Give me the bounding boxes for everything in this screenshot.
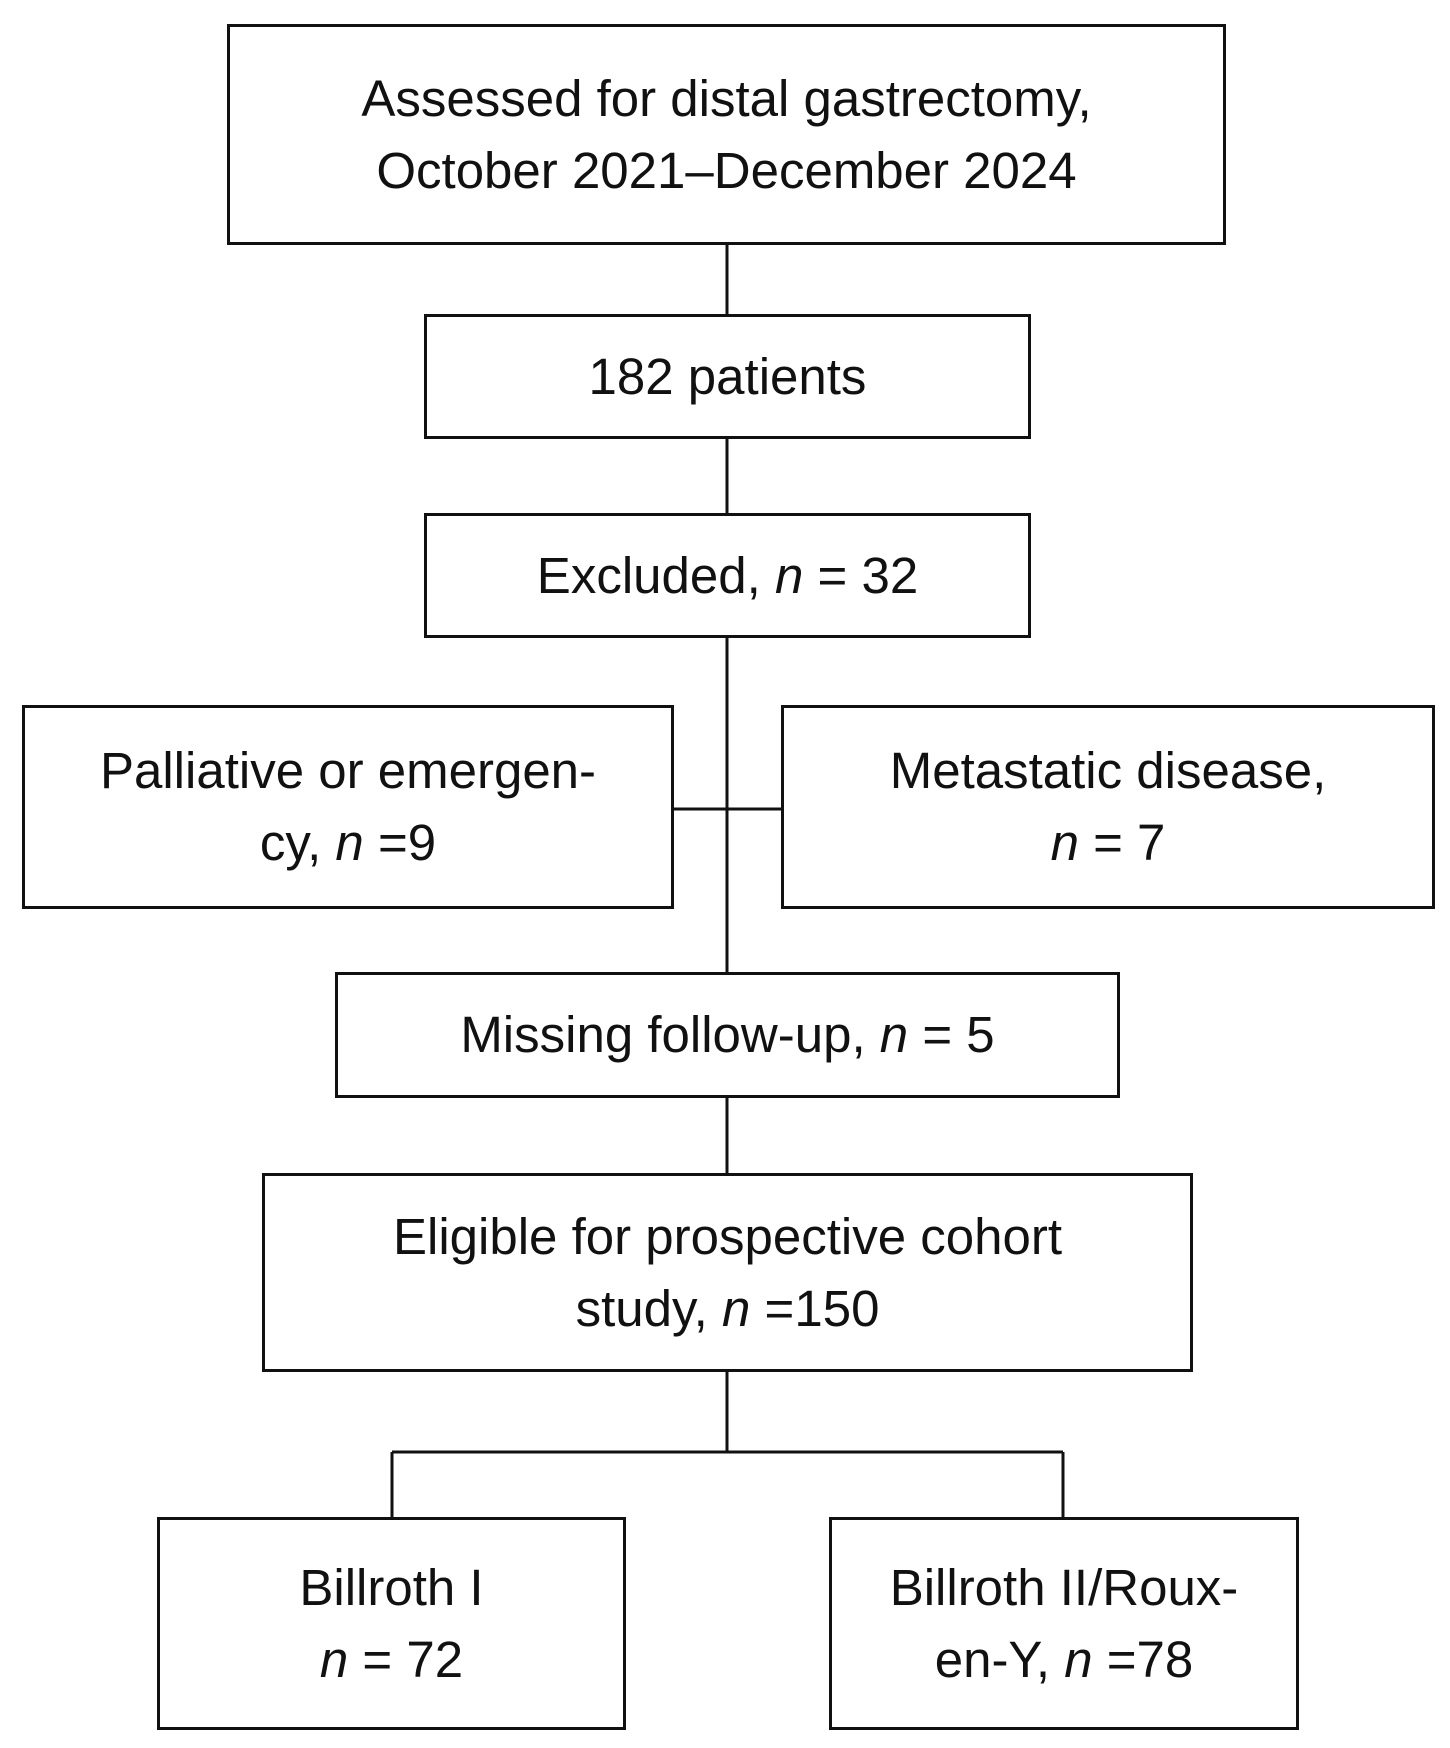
excluded-prefix: Excluded, (536, 546, 775, 604)
metastatic-line-2: n = 7 (784, 807, 1432, 879)
metastatic-box: Metastatic disease, n = 7 (781, 705, 1435, 909)
patients-count: 182 patients (588, 347, 867, 405)
metastatic-line-1: Metastatic disease, (889, 742, 1327, 799)
eligible-count: =150 (750, 1279, 880, 1337)
eligible-line-1: Eligible for prospective cohort (392, 1207, 1062, 1265)
billroth-1-n-symbol: n (319, 1630, 349, 1688)
palliative-line-2: cy, n =9 (25, 807, 671, 879)
assessed-box: Assessed for distal gastrectomy, October… (227, 24, 1226, 245)
missing-followup-label: Missing follow-up, n = 5 (338, 999, 1117, 1071)
metastatic-n-symbol: n (1050, 814, 1079, 871)
excluded-n-symbol: n (774, 546, 804, 604)
palliative-n-symbol: n (335, 814, 364, 871)
billroth-2-line-2: en-Y, n =78 (832, 1624, 1296, 1696)
billroth-2-n-symbol: n (1064, 1630, 1093, 1688)
billroth-2-prefix: en-Y, (934, 1630, 1065, 1688)
palliative-box: Palliative or emergen- cy, n =9 (22, 705, 674, 909)
eligible-prefix: study, (575, 1279, 723, 1337)
excluded-count: = 32 (803, 546, 919, 604)
eligible-n-symbol: n (722, 1279, 751, 1337)
billroth-2-box: Billroth II/Roux- en-Y, n =78 (829, 1517, 1299, 1730)
billroth-1-count: = 72 (348, 1630, 464, 1688)
excluded-box: Excluded, n = 32 (424, 513, 1031, 638)
metastatic-count: = 7 (1078, 814, 1166, 871)
eligible-box: Eligible for prospective cohort study, n… (262, 1173, 1193, 1372)
billroth-1-line-2: n = 72 (160, 1624, 623, 1696)
palliative-count: =9 (363, 814, 437, 871)
missing-n-symbol: n (879, 1006, 909, 1063)
palliative-line-1: Palliative or emergen- (99, 742, 597, 799)
billroth-1-line-1: Billroth I (299, 1558, 484, 1616)
billroth-2-count: =78 (1092, 1630, 1194, 1688)
billroth-2-line-1: Billroth II/Roux- (889, 1558, 1239, 1616)
missing-count: = 5 (908, 1006, 995, 1063)
assessed-line-1: Assessed for distal gastrectomy, (361, 69, 1092, 127)
excluded-label: Excluded, n = 32 (427, 540, 1028, 612)
palliative-prefix: cy, (259, 814, 336, 871)
billroth-1-box: Billroth I n = 72 (157, 1517, 626, 1730)
assessed-line-2: October 2021–December 2024 (376, 141, 1077, 199)
patients-box: 182 patients (424, 314, 1031, 439)
eligible-line-2: study, n =150 (265, 1273, 1190, 1345)
missing-prefix: Missing follow-up, (460, 1006, 880, 1063)
missing-followup-box: Missing follow-up, n = 5 (335, 972, 1120, 1098)
